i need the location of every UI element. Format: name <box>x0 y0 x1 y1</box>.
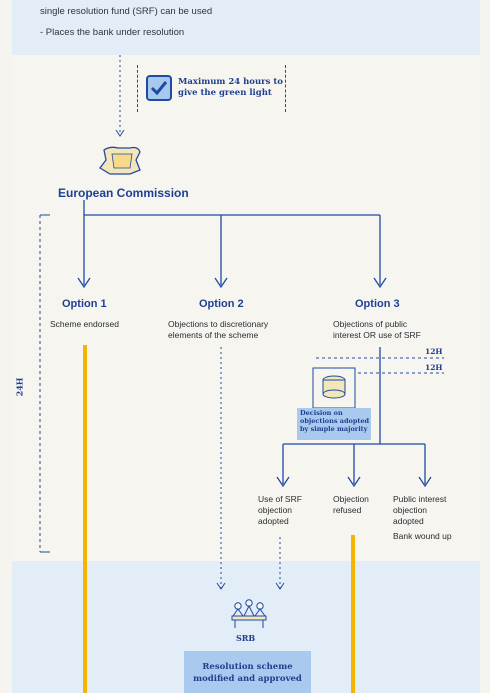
decision-table-icon <box>312 367 356 409</box>
top-band <box>12 0 480 55</box>
decision-text: Decision on objections adopted by simple… <box>300 409 370 433</box>
time-12h-label-b: 12H <box>425 363 443 372</box>
option-1-title: Option 1 <box>62 298 107 310</box>
commission-title: European Commission <box>58 186 189 200</box>
time-12h-label-a: 12H <box>425 347 443 356</box>
top-text-line-1: single resolution fund (SRF) can be used <box>40 6 213 17</box>
outcome-public-interest: Public interest objection adopted <box>393 494 447 526</box>
option-2-title: Option 2 <box>199 298 244 310</box>
final-result-text: Resolution scheme modified and approved <box>193 662 302 684</box>
option-1-desc: Scheme endorsed <box>50 319 119 329</box>
callout-text: Maximum 24 hours to give the green light <box>178 77 283 98</box>
time-limit-callout: Maximum 24 hours to give the green light <box>137 65 286 112</box>
option-3-title: Option 3 <box>355 298 400 310</box>
checkbox-icon <box>146 75 172 101</box>
main-band <box>12 55 480 561</box>
decision-box <box>297 408 371 440</box>
checkmark-icon <box>150 81 168 96</box>
final-result-box <box>184 651 311 693</box>
outcome-objection-refused: Objection refused <box>333 494 369 515</box>
option-2-desc: Objections to discretionary elements of … <box>168 319 269 340</box>
option-3-desc: Objections of public interest OR use of … <box>333 319 421 340</box>
srb-people-icon <box>231 599 267 628</box>
srb-label: SRB <box>236 633 256 643</box>
outcome-bank-wound-up: Bank wound up <box>393 531 452 541</box>
commission-building-icon <box>99 146 141 175</box>
top-text-line-2: - Places the bank under resolution <box>40 27 185 38</box>
time-24h-label: 24H <box>14 377 25 397</box>
outcome-srf-objection: Use of SRF objection adopted <box>258 494 302 526</box>
